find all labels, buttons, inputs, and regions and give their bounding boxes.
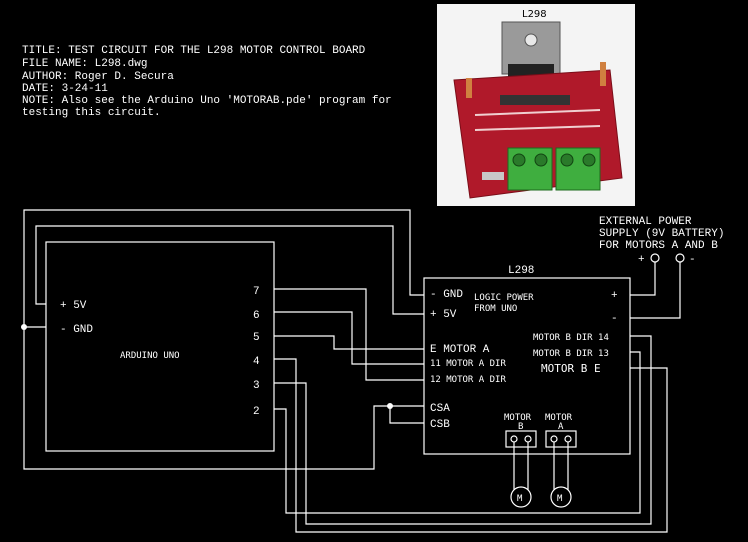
wire-pin7 (274, 288, 424, 381)
l298-name: L298 (508, 265, 534, 277)
motor-a-terminal (545, 430, 577, 448)
resistor (482, 172, 504, 180)
wire-ext-plus (630, 262, 656, 296)
heatsink-hole (524, 33, 538, 47)
pin-header (500, 95, 570, 105)
terminal-screw (582, 153, 596, 167)
wire-pin3 (274, 335, 652, 525)
terminal-contact (550, 435, 558, 443)
arduino-pin-3: 3 (253, 380, 260, 392)
motor-b-terminal-letter: B (518, 422, 523, 432)
note-text-1: NOTE: Also see the Arduino Uno 'MOTORAB.… (22, 95, 392, 107)
in11-label: 11 MOTOR A DIR (430, 359, 506, 369)
l298-5v-label: + 5V (430, 309, 457, 321)
arduino-pin-4: 4 (253, 356, 260, 368)
terminal-contact (564, 435, 572, 443)
power-label: EXTERNAL POWER SUPPLY (9V BATTERY) FOR M… (599, 216, 724, 266)
motor-a (550, 486, 572, 508)
in14-label: MOTOR B DIR 14 (533, 333, 609, 343)
pcb-trace (474, 125, 601, 131)
l298-gnd-label: - GND (430, 289, 463, 301)
wire-5v (35, 225, 424, 315)
power-minus: - (689, 254, 696, 266)
arduino-box (45, 241, 275, 452)
photo-label: L298 (522, 9, 547, 20)
in13-label: MOTOR B DIR 13 (533, 349, 609, 359)
author-text: AUTHOR: Roger D. Secura (22, 71, 174, 83)
motor-a-terminal-letter: A (558, 422, 564, 432)
arduino-pin-5: 5 (253, 332, 260, 344)
motors: M M (510, 442, 572, 508)
terminal-screw (534, 153, 548, 167)
power-line-2: SUPPLY (9V BATTERY) (599, 228, 724, 240)
pcb-trace (474, 109, 601, 116)
motor-a-terminal-label: MOTOR (545, 413, 573, 423)
arduino-pin-6: 6 (253, 310, 260, 322)
in12-label: 12 MOTOR A DIR (430, 375, 506, 385)
csb-label: CSB (430, 419, 450, 431)
wire-ext-minus (630, 262, 681, 319)
power-plus: + (638, 254, 645, 266)
header-pin (600, 62, 606, 86)
file-name-text: FILE NAME: L298.dwg (22, 58, 147, 70)
l298-plus: + (611, 290, 618, 302)
title-block: TITLE: TEST CIRCUIT FOR THE L298 MOTOR C… (22, 45, 392, 119)
wire-pin5 (274, 335, 424, 350)
motor-a-symbol: M (557, 494, 563, 504)
from-uno-label: FROM UNO (474, 304, 517, 314)
arduino-gnd-label: - GND (60, 324, 93, 336)
l298-box (423, 277, 631, 455)
wire-pin6 (274, 311, 424, 365)
motor-b-symbol: M (517, 494, 523, 504)
logic-power-label: LOGIC POWER (474, 293, 534, 303)
power-line-3: FOR MOTORS A AND B (599, 240, 718, 252)
l298-minus: - (611, 313, 618, 325)
arduino-5v-label: + 5V (60, 300, 87, 312)
motor-b-terminal (505, 430, 537, 448)
board-photo: L298 (437, 4, 635, 206)
title-text: TITLE: TEST CIRCUIT FOR THE L298 MOTOR C… (22, 45, 366, 57)
terminal-block-a (507, 147, 553, 191)
arduino-name: ARDUINO UNO (120, 351, 180, 361)
wire-gnd-return (23, 327, 424, 470)
terminal-contact (524, 435, 532, 443)
wire-csb (389, 406, 424, 424)
terminal-block-b (555, 147, 601, 191)
header-pin (466, 78, 472, 98)
arduino-uno: + 5V - GND ARDUINO UNO 7 6 5 4 3 2 (45, 241, 275, 452)
l298-board: L298 - GND + 5V LOGIC POWER FROM UNO + -… (423, 265, 631, 455)
ena-label: E MOTOR A (430, 344, 490, 356)
terminal-contact (510, 435, 518, 443)
arduino-pin-2: 2 (253, 406, 260, 418)
wire-gnd (23, 209, 424, 328)
wire-pin2 (274, 351, 641, 514)
power-minus-terminal (675, 253, 685, 263)
power-plus-terminal (650, 253, 660, 263)
power-line-1: EXTERNAL POWER (599, 216, 692, 228)
terminal-screw (560, 153, 574, 167)
motor-b-terminal-label: MOTOR (504, 413, 532, 423)
enb-label: MOTOR B E (541, 362, 601, 375)
terminal-screw (512, 153, 526, 167)
wiring (21, 209, 681, 533)
date-text: DATE: 3-24-11 (22, 83, 108, 95)
arduino-pin-7: 7 (253, 286, 260, 298)
csa-label: CSA (430, 403, 450, 415)
wire-pin4 (274, 358, 668, 533)
junction-dot (21, 324, 27, 330)
note-text-2: testing this circuit. (22, 107, 161, 119)
motor-b (510, 486, 532, 508)
